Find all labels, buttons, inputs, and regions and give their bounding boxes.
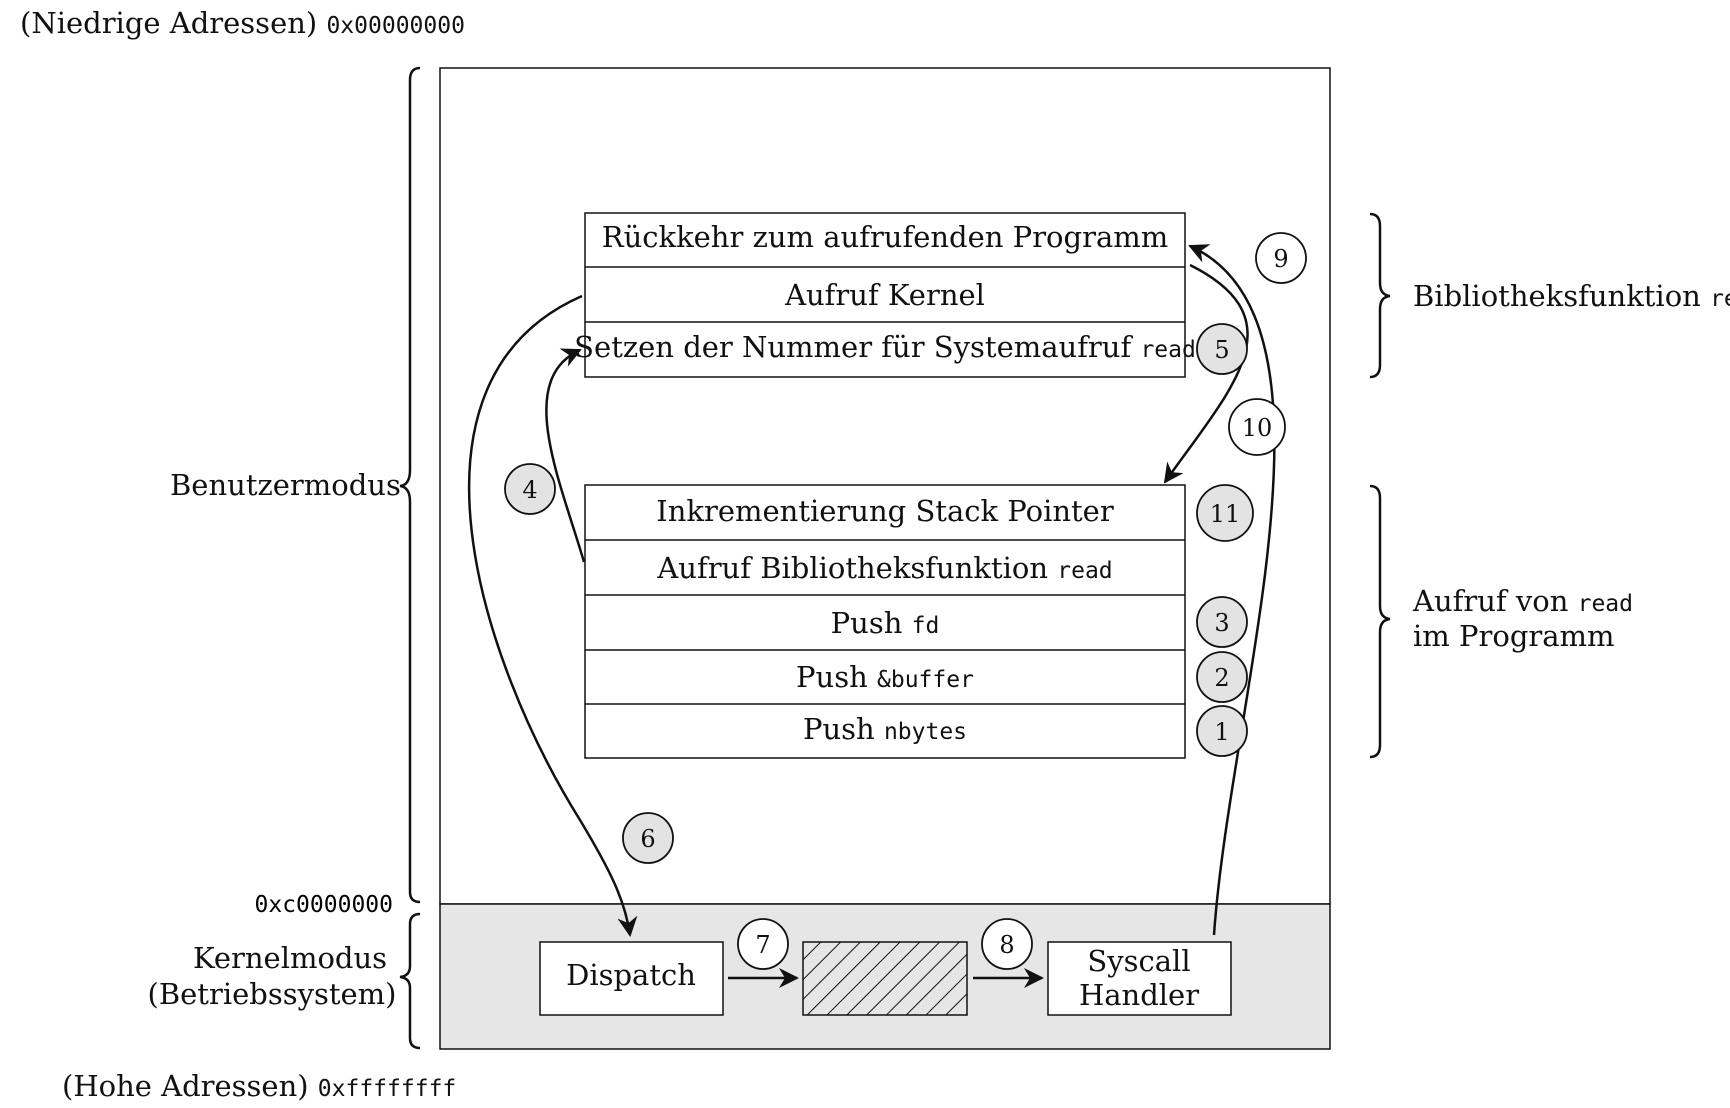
svg-text:8: 8: [999, 931, 1014, 959]
step-10-marker: 10: [1228, 398, 1286, 456]
stack-row-push-nbytes: Push nbytes: [803, 712, 967, 746]
stack-row-call-kernel: Aufruf Kernel: [784, 278, 985, 312]
svg-text:2: 2: [1214, 664, 1229, 692]
program-call-label: Aufruf von read: [1412, 584, 1633, 618]
syscall-table: [802, 941, 968, 1016]
user-mode-label: Benutzermodus: [170, 468, 401, 502]
arrow-step-4: [545, 348, 586, 563]
step-6-marker: 6: [622, 812, 674, 864]
library-function-label: Bibliotheksfunktion read: [1413, 279, 1730, 313]
step-7-marker: 7: [737, 918, 789, 970]
step-9-marker: 9: [1255, 232, 1307, 284]
stack-row-push-buffer: Push &buffer: [796, 660, 974, 694]
program-stack: Inkrementierung Stack Pointer Aufruf Bib…: [584, 484, 1186, 759]
program-call-sublabel: im Programm: [1413, 619, 1615, 653]
step-11-marker: 11: [1196, 484, 1254, 542]
dispatch-box: [539, 941, 724, 1016]
step-3-marker: 3: [1196, 596, 1248, 648]
arrow-step-6: [467, 294, 638, 937]
dispatch-label: Dispatch: [566, 958, 696, 992]
svg-text:7: 7: [755, 931, 770, 959]
stack-row-return: Rückkehr zum aufrufenden Programm: [602, 220, 1168, 254]
syscall-handler-label: Syscall: [1087, 944, 1190, 978]
svg-text:11: 11: [1210, 500, 1241, 528]
program-call-brace: [1369, 484, 1391, 759]
syscall-handler-sublabel: Handler: [1079, 978, 1199, 1012]
high-address-label: (Hohe Adressen) 0xffffffff: [62, 1069, 456, 1103]
step-1-marker: 1: [1196, 705, 1248, 757]
syscall-handler-box: [1047, 941, 1232, 1016]
library-function-brace: [1369, 212, 1391, 379]
svg-text:4: 4: [522, 476, 537, 504]
svg-text:3: 3: [1214, 609, 1229, 637]
kernel-mode-label: Kernelmodus: [193, 941, 387, 975]
stack-row-increment-sp: Inkrementierung Stack Pointer: [656, 494, 1114, 528]
user-mode-brace: [399, 66, 421, 904]
arrow-step-9: [1188, 244, 1276, 936]
step-5-marker: 5: [1196, 323, 1248, 375]
library-function-stack: Rückkehr zum aufrufenden Programm Aufruf…: [574, 212, 1196, 378]
boundary-address-label: 0xc0000000: [255, 892, 393, 918]
step-4-marker: 4: [504, 463, 556, 515]
svg-text:9: 9: [1273, 245, 1288, 273]
stack-row-push-fd: Push fd: [831, 606, 940, 640]
svg-text:6: 6: [640, 825, 655, 853]
step-8-marker: 8: [981, 918, 1033, 970]
kernel-mode-brace: [399, 912, 421, 1050]
svg-text:1: 1: [1214, 718, 1229, 746]
svg-text:10: 10: [1242, 414, 1273, 442]
kernel-mode-sublabel: (Betriebssystem): [148, 977, 397, 1011]
svg-text:5: 5: [1214, 336, 1229, 364]
stack-row-set-syscall-number: Setzen der Nummer für Systemaufruf read: [574, 330, 1196, 364]
low-address-label: (Niedrige Adressen) 0x00000000: [20, 6, 465, 40]
stack-row-call-library: Aufruf Bibliotheksfunktion read: [656, 551, 1112, 585]
step-2-marker: 2: [1196, 651, 1248, 703]
